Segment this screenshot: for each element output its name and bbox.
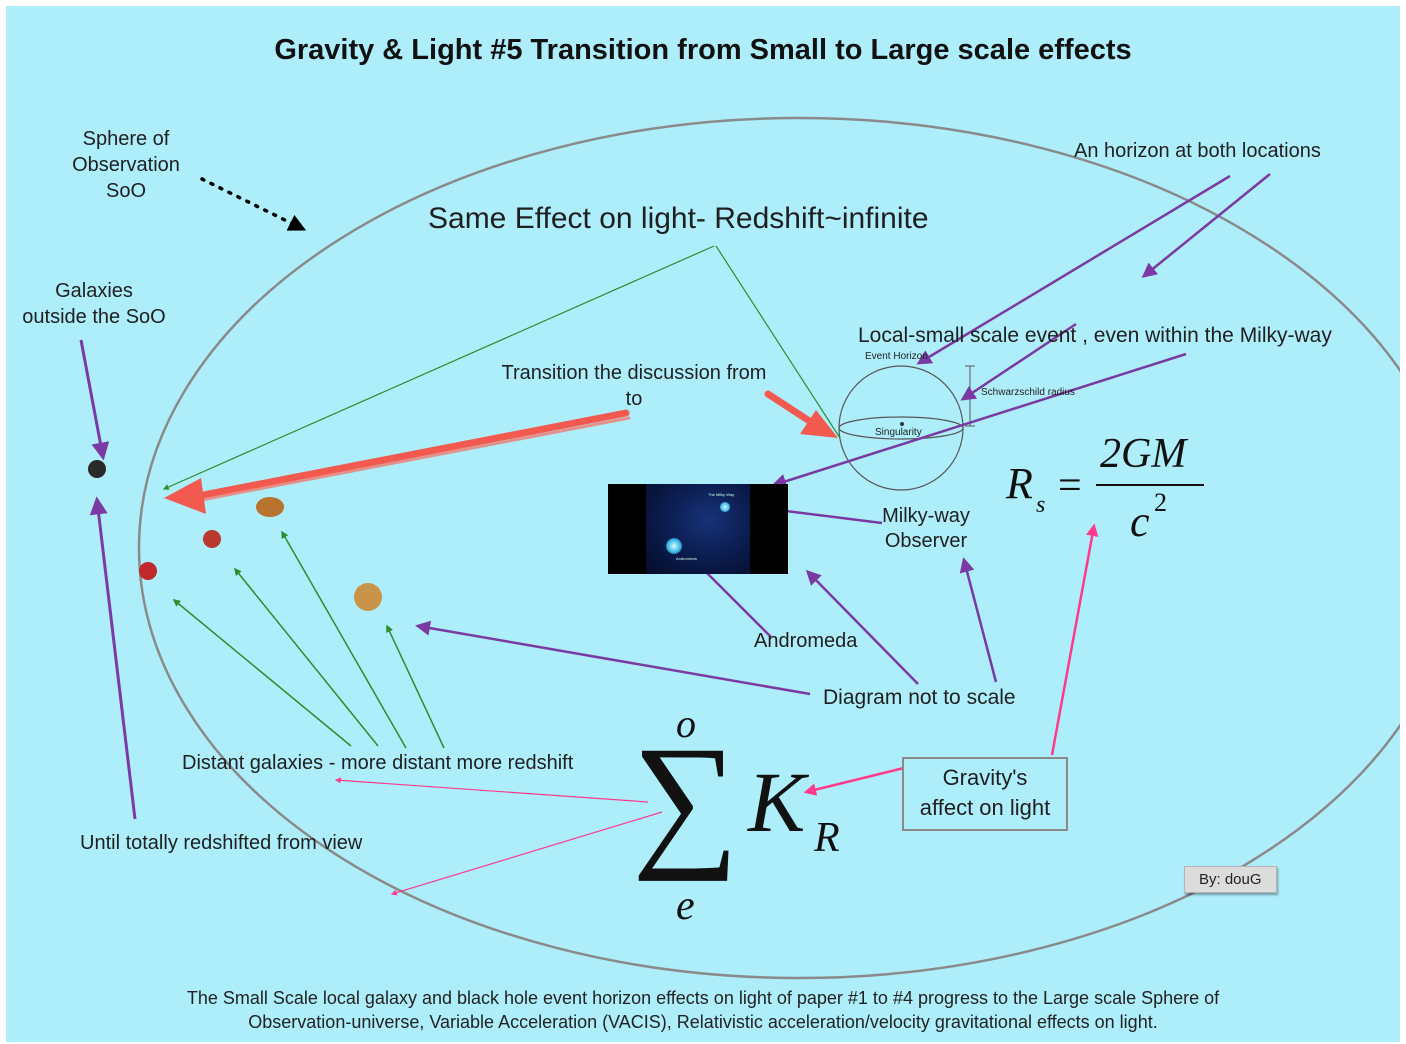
- milky-way-observer-label: Milky-way Observer: [870, 504, 982, 554]
- soo-dotted-arrow: [200, 177, 307, 231]
- local-event-arrow-1: [960, 322, 1077, 401]
- footer-caption: The Small Scale local galaxy and black h…: [6, 986, 1400, 1034]
- gravity-to-formula-arrow: [1050, 523, 1099, 756]
- formula-s: s: [1036, 492, 1046, 518]
- soo-label-line1: Sphere of: [82, 128, 170, 150]
- transition-line2: to: [625, 388, 643, 410]
- until-arrow: [89, 496, 137, 820]
- distant-galaxies-label: Distant galaxies - more distant more red…: [182, 752, 574, 774]
- horizon-arrow-2: [1141, 173, 1271, 278]
- galaxy-dot-red-2: [203, 530, 221, 548]
- image-andromeda-label: Andromeda: [676, 556, 697, 561]
- footer-line1: The Small Scale local galaxy and black h…: [186, 988, 1220, 1008]
- event-horizon-sphere: [838, 365, 975, 491]
- sum-to-distant-arrow: [334, 777, 649, 803]
- slide: Gravity & Light #5 Transition from Small…: [6, 6, 1400, 1042]
- formula-eq: =: [1058, 463, 1082, 509]
- transition-label: Transition the discussion from to: [476, 360, 792, 412]
- same-effect-line-right: [715, 245, 841, 439]
- distant-arrow-1: [172, 599, 352, 747]
- soo-label: Sphere of Observation SoO: [56, 126, 196, 204]
- andromeda-label: Andromeda: [754, 630, 858, 652]
- distant-arrow-3: [281, 530, 407, 749]
- sum-to-until-arrow: [390, 811, 663, 896]
- transition-red-arrow-left: [164, 409, 631, 514]
- diagram-art: [79, 116, 1400, 980]
- transition-line1: Transition the discussion from: [501, 362, 767, 384]
- sum-top: o: [676, 701, 696, 746]
- not-to-scale-arrow-2: [805, 569, 919, 685]
- milky-way-glow: [720, 502, 730, 512]
- transition-red-arrow-right: [764, 390, 838, 438]
- galaxies-out-arrow: [79, 339, 110, 461]
- andromeda-pointer: [695, 561, 772, 638]
- soo-label-line2: Observation: [72, 154, 180, 176]
- milky-way-line1: Milky-way: [882, 505, 970, 527]
- local-event-arrow-2: [771, 352, 1187, 489]
- formula-denominator: c: [1130, 497, 1150, 546]
- gravity-line1: Gravity's: [942, 765, 1028, 790]
- sum-sigma: ∑: [632, 716, 739, 882]
- local-event-label: Local-small scale event , even within th…: [858, 324, 1332, 347]
- formula-exponent: 2: [1154, 488, 1167, 517]
- formula-r: R: [1006, 459, 1033, 508]
- sum-r: R: [814, 815, 840, 861]
- horizon-both-label: An horizon at both locations: [1074, 140, 1321, 162]
- sum-k: K: [748, 754, 806, 850]
- soo-label-line3: SoO: [105, 180, 147, 202]
- sum-bottom: e: [676, 883, 695, 929]
- milky-way-line2: Observer: [884, 530, 968, 552]
- image-space-panel: The Milky Way Andromeda: [646, 484, 750, 574]
- andromeda-glow: [666, 538, 682, 554]
- gravity-line2: affect on light: [919, 795, 1051, 820]
- same-effect-line-left: [162, 245, 715, 490]
- schwarzschild-label: Schwarzschild radius: [981, 387, 1075, 398]
- distant-arrow-4: [386, 624, 445, 749]
- event-horizon-label: Event Horizon: [865, 351, 928, 362]
- galaxy-dot-red-1: [139, 562, 157, 580]
- galaxy-dot-black: [88, 460, 106, 478]
- same-effect-label: Same Effect on light- Redshift~infinite: [428, 202, 929, 235]
- galaxies-outside-line2: outside the SoO: [22, 306, 166, 328]
- formula-numerator: 2GM: [1100, 431, 1187, 477]
- author-badge: By: douG: [1184, 866, 1277, 893]
- not-to-scale-arrow-1: [415, 620, 811, 696]
- sphere-of-observation-ellipse: [137, 116, 1400, 980]
- not-to-scale-label: Diagram not to scale: [823, 686, 1016, 709]
- until-redshifted-label: Until totally redshifted from view: [80, 832, 363, 854]
- galaxy-dot-gold: [354, 583, 382, 611]
- horizon-arrow-1: [916, 174, 1231, 365]
- not-to-scale-arrow-3: [959, 557, 998, 683]
- galaxies-outside-label: Galaxies outside the SoO: [10, 278, 178, 330]
- galaxies-outside-line1: Galaxies: [55, 280, 133, 302]
- footer-line2: Observation-universe, Variable Accelerat…: [248, 1012, 1158, 1032]
- galaxy-dot-orange: [256, 497, 284, 517]
- gravity-affect-box: Gravity's affect on light: [902, 757, 1068, 831]
- image-milky-label: The Milky Way: [708, 492, 735, 497]
- slide-title: Gravity & Light #5 Transition from Small…: [274, 34, 1132, 66]
- singularity-label: Singularity: [875, 427, 922, 438]
- distant-arrow-2: [234, 567, 379, 747]
- gravity-to-sum-arrow: [803, 766, 905, 796]
- formula-fraction-bar: [1096, 484, 1204, 486]
- milky-way-andromeda-image: The Milky Way Andromeda: [608, 484, 788, 574]
